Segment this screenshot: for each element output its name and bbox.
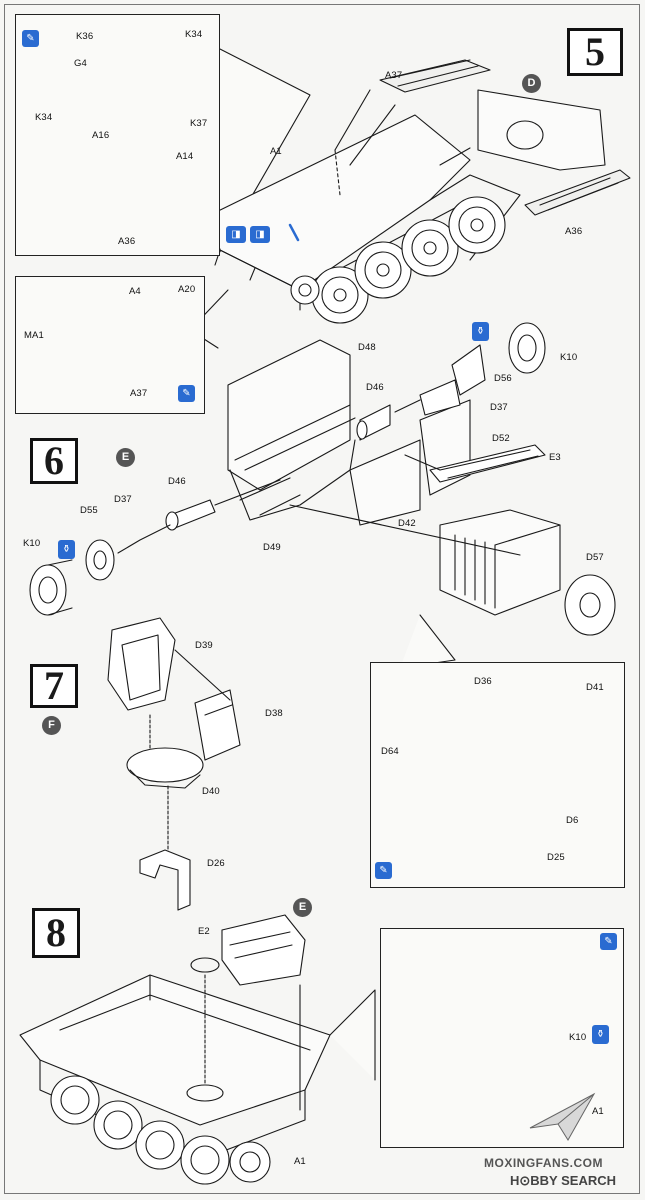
glue-bottle-icon: ⚱ bbox=[472, 322, 489, 341]
step7-inset bbox=[370, 662, 625, 888]
step6-drawing bbox=[29, 322, 616, 669]
step5-hull-drawing bbox=[209, 47, 631, 324]
rolling-part-icon: ◨ bbox=[226, 226, 246, 243]
label-d48: D48 bbox=[358, 342, 376, 353]
label-a36: A36 bbox=[565, 226, 583, 237]
paper-plane-icon bbox=[529, 1092, 596, 1141]
label-d25: D25 bbox=[547, 852, 565, 863]
label-k10: K10 bbox=[560, 352, 578, 363]
label-a4: A4 bbox=[129, 286, 141, 297]
label-a1: A1 bbox=[592, 1106, 604, 1117]
page-frame bbox=[4, 4, 640, 1194]
pencil-tip-icon: ✎ bbox=[178, 385, 195, 402]
sprue-badge-e-step8: E bbox=[293, 898, 312, 917]
label-k34: K34 bbox=[35, 112, 53, 123]
label-a14: A14 bbox=[176, 151, 194, 162]
pencil-tip-icon: ✎ bbox=[375, 862, 392, 879]
label-d46: D46 bbox=[366, 382, 384, 393]
step-number-7: 7 bbox=[30, 664, 78, 708]
step-number-8: 8 bbox=[32, 908, 80, 958]
label-a36: A36 bbox=[118, 236, 136, 247]
label-d37: D37 bbox=[114, 494, 132, 505]
step-number-6: 6 bbox=[30, 438, 78, 484]
label-d41: D41 bbox=[586, 682, 604, 693]
pencil-tip-icon: ✎ bbox=[600, 933, 617, 950]
label-d57: D57 bbox=[586, 552, 604, 563]
label-d38: D38 bbox=[265, 708, 283, 719]
label-a16: A16 bbox=[92, 130, 110, 141]
label-d52: D52 bbox=[492, 433, 510, 444]
label-d56: D56 bbox=[494, 373, 512, 384]
glue-bottle-icon: ⚱ bbox=[58, 540, 75, 559]
label-d6: D6 bbox=[566, 815, 579, 826]
step-number-5: 5 bbox=[567, 28, 623, 76]
label-d37: D37 bbox=[490, 402, 508, 413]
label-d49: D49 bbox=[263, 542, 281, 553]
label-a37: A37 bbox=[385, 70, 403, 81]
label-ma1: MA1 bbox=[24, 330, 44, 341]
label-e3: E3 bbox=[549, 452, 561, 463]
label-d46: D46 bbox=[168, 476, 186, 487]
label-d42: D42 bbox=[398, 518, 416, 529]
label-d55: D55 bbox=[80, 505, 98, 516]
label-k10: K10 bbox=[569, 1032, 587, 1043]
sprue-badge-f: F bbox=[42, 716, 61, 735]
label-d36: D36 bbox=[474, 676, 492, 687]
watermark-logo bbox=[528, 1088, 598, 1144]
label-a1: A1 bbox=[294, 1156, 306, 1167]
label-a20: A20 bbox=[178, 284, 196, 295]
glue-bottle-icon: ⚱ bbox=[592, 1025, 609, 1044]
step5-upper-inset bbox=[15, 14, 220, 256]
label-e2: E2 bbox=[198, 926, 210, 937]
watermark-text-hobbysearch: H⊙BBY SEARCH bbox=[510, 1173, 616, 1188]
label-d26: D26 bbox=[207, 858, 225, 869]
label-d39: D39 bbox=[195, 640, 213, 651]
label-k37: K37 bbox=[190, 118, 208, 129]
label-d40: D40 bbox=[202, 786, 220, 797]
label-k34: K34 bbox=[185, 29, 203, 40]
sprue-badge-d: D bbox=[522, 74, 541, 93]
step5-lower-inset bbox=[15, 276, 205, 414]
label-k10: K10 bbox=[23, 538, 41, 549]
label-d64: D64 bbox=[381, 746, 399, 757]
pencil-tip-icon: ✎ bbox=[22, 30, 39, 47]
label-a1: A1 bbox=[270, 146, 282, 157]
label-g4: G4 bbox=[74, 58, 87, 69]
watermark-text-moxingfans: MOXINGFANS.COM bbox=[484, 1156, 604, 1170]
label-k36: K36 bbox=[76, 31, 94, 42]
label-a37: A37 bbox=[130, 388, 148, 399]
sprue-badge-e: E bbox=[116, 448, 135, 467]
rolling-part-icon: ◨ bbox=[250, 226, 270, 243]
